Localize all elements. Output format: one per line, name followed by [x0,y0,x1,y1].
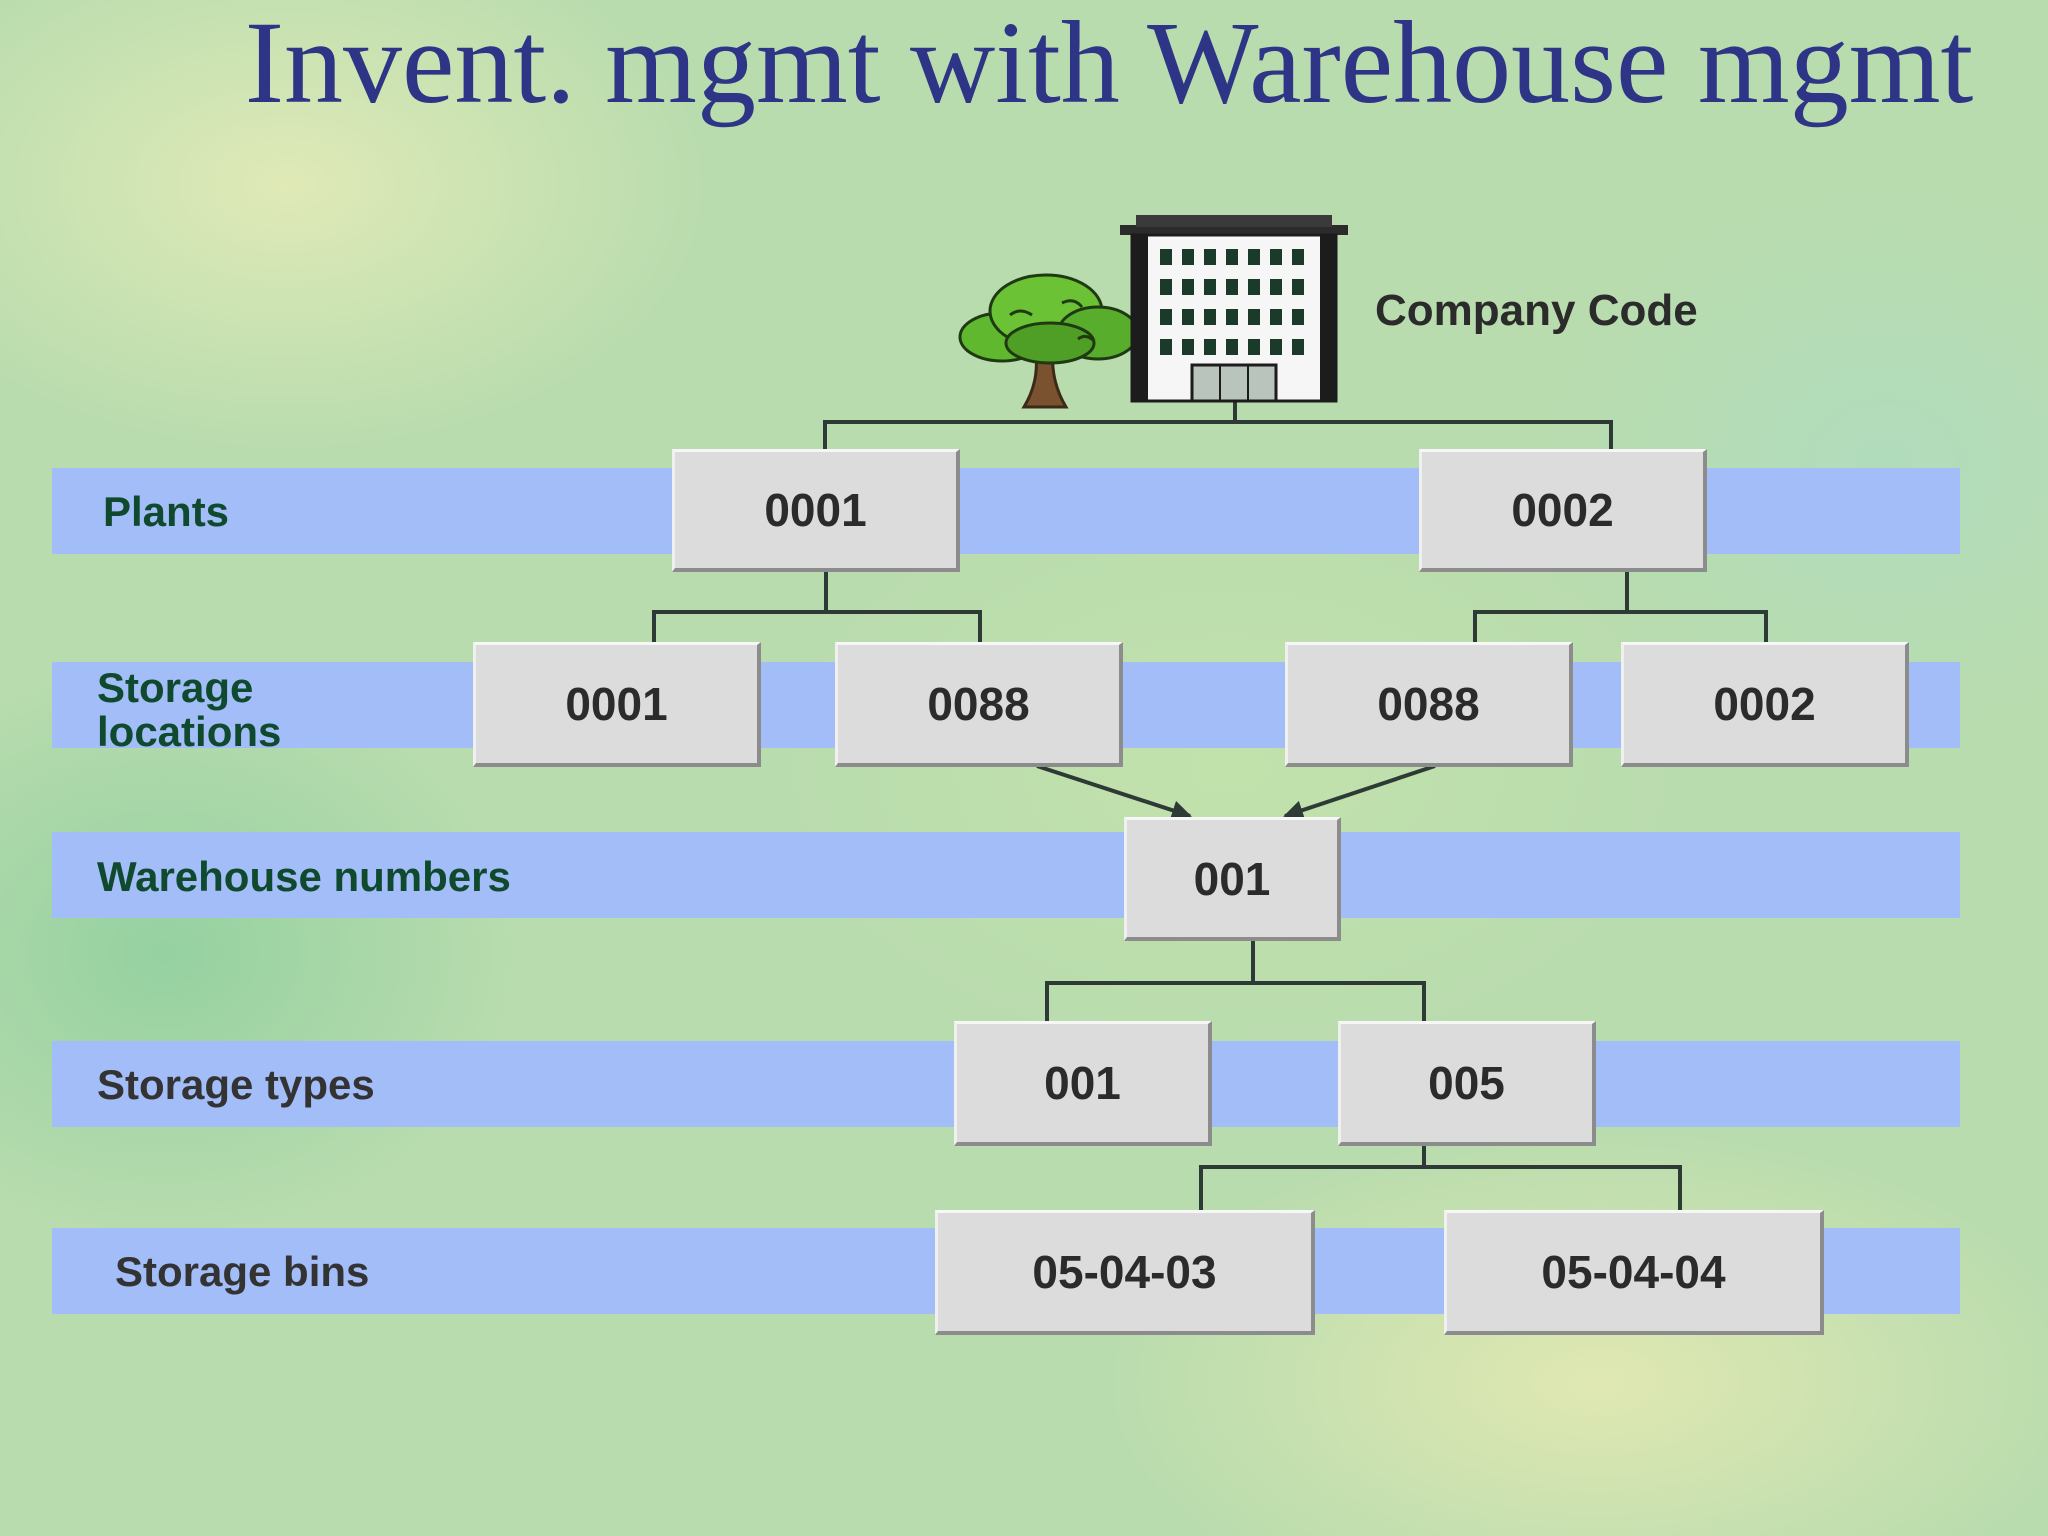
storage-type-node-001: 001 [954,1021,1212,1146]
slide-title: Invent. mgmt with Warehouse mgmt [244,0,1974,128]
plant-node-0001: 0001 [672,449,960,572]
level-label-storage-types: Storage types [97,1061,375,1108]
storage-location-node-0002: 0002 [1621,642,1909,767]
connector-stype-bins [1199,1145,1682,1210]
storage-type-node-005: 005 [1338,1021,1596,1146]
storage-bin-node-05-04-03: 05-04-03 [935,1210,1315,1335]
office-building-icon [1120,215,1348,403]
level-label-storage-locations: Storage locations [97,664,282,755]
tree-icon [958,273,1140,409]
storage-location-node-0088-plant2: 0088 [1285,642,1573,767]
storage-location-node-0088-plant1: 0088 [835,642,1123,767]
connector-plant2-slocs [1473,570,1768,642]
level-label-plants: Plants [103,488,230,535]
arrow-sloc-0088-left-to-warehouse [1036,764,1192,820]
company-code-label: Company Code [1375,286,1698,335]
connector-warehouse-stypes [1045,938,1426,1021]
storage-bin-node-05-04-04: 05-04-04 [1444,1210,1824,1335]
warehouse-numbers-band [52,832,1960,918]
warehouse-number-node-001: 001 [1124,817,1341,941]
plant-node-0002: 0002 [1419,449,1707,572]
arrow-sloc-0088-right-to-warehouse [1283,764,1436,820]
level-label-storage-bins: Storage bins [115,1248,370,1295]
level-label-warehouse-numbers: Warehouse numbers [97,853,511,900]
storage-location-node-0001: 0001 [473,642,761,767]
connector-plant1-slocs [652,570,982,642]
company-code-icon [958,215,1348,409]
